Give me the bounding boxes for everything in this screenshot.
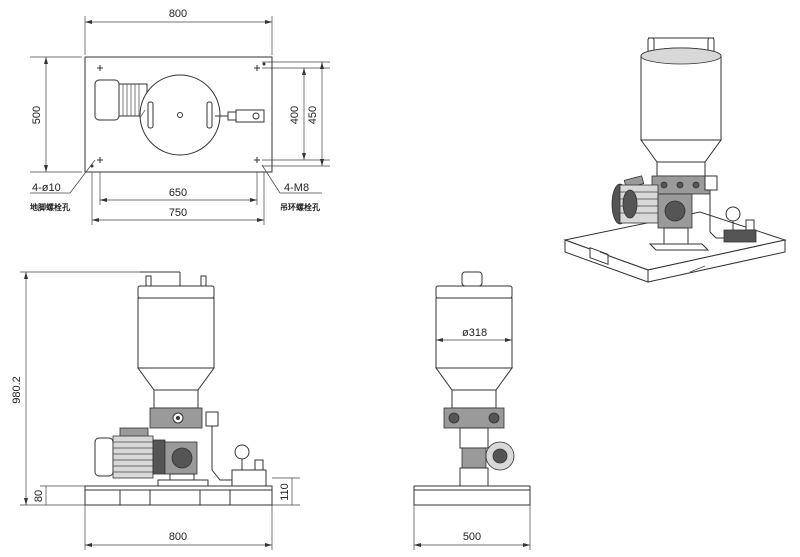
dim-750: 750 <box>169 207 187 219</box>
top-reservoir <box>139 74 221 156</box>
front-valve-block <box>231 469 267 487</box>
dim-980: 980.2 <box>11 376 23 404</box>
front-pressure-gauge <box>234 444 250 460</box>
dim-110: 110 <box>279 483 291 501</box>
iso-valve-block <box>723 229 757 243</box>
hole-spec: 4-ø10 <box>32 182 61 194</box>
dim-650: 650 <box>169 187 187 199</box>
side-view: ø318 500 <box>413 271 531 550</box>
side-reservoir <box>435 297 513 369</box>
iso-reservoir <box>640 56 722 141</box>
iso-motor <box>619 184 659 224</box>
dim-80: 80 <box>33 490 45 502</box>
iso-pressure-gauge <box>725 206 741 222</box>
thread-note: 吊环螺栓孔 <box>280 202 320 212</box>
front-reservoir-lid <box>137 285 215 299</box>
side-base-plate <box>413 485 531 506</box>
dim-top-width: 800 <box>169 8 187 20</box>
dim-side-width: 500 <box>463 531 481 543</box>
top-motor <box>94 79 120 121</box>
dim-top-outer: 450 <box>307 106 319 124</box>
side-diameter: ø318 <box>462 327 487 339</box>
dim-front-width: 800 <box>169 531 187 543</box>
front-motor-cap <box>94 437 114 477</box>
hole-note: 地脚螺栓孔 <box>30 202 70 212</box>
isometric-view <box>563 37 787 283</box>
thread-spec: 4-M8 <box>284 182 309 194</box>
front-base-plate <box>84 485 273 506</box>
front-view: 980.2 80 110 <box>11 271 300 550</box>
side-reservoir-lid <box>435 285 513 299</box>
front-reservoir <box>137 297 215 369</box>
top-valve-block <box>235 109 265 123</box>
dim-top-height: 500 <box>31 106 43 124</box>
top-base-plate <box>84 56 273 173</box>
dim-top-inner: 400 <box>289 106 301 124</box>
top-view: 800 500 400 450 <box>30 8 330 225</box>
